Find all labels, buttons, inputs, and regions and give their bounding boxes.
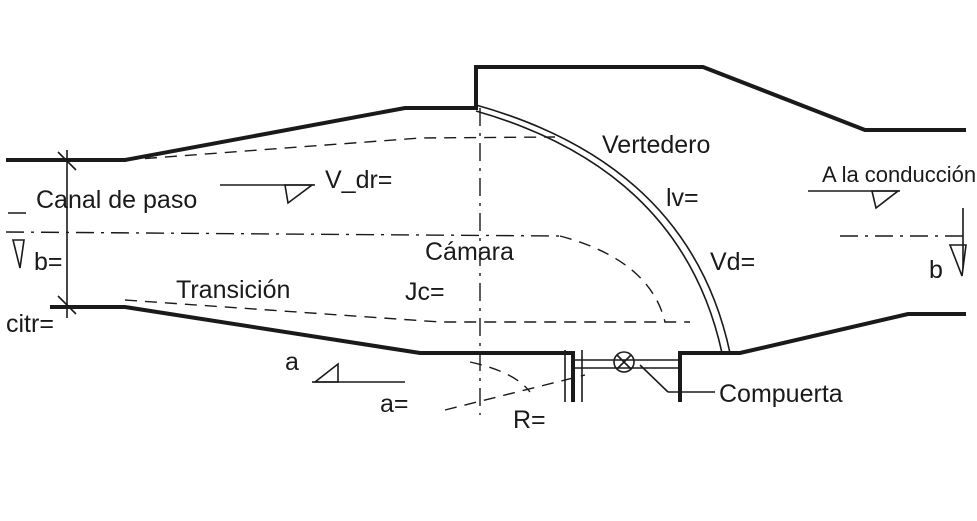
- level-mark-right-triangle: [948, 244, 967, 277]
- label-camara: Cámara: [425, 238, 514, 266]
- radius-arc: [469, 361, 531, 393]
- gate-valve-icon: [613, 351, 635, 373]
- slope-symbol-triangle: [312, 362, 339, 383]
- lower-wall-left: [50, 305, 575, 402]
- lower-wall-right: [678, 312, 966, 402]
- label-lv: lv=: [666, 184, 699, 212]
- label-compuerta: Compuerta: [719, 380, 843, 408]
- dim-tick-left-top: [57, 151, 77, 171]
- label-a-eq: a=: [380, 390, 409, 418]
- label-vertedero: Vertedero: [602, 131, 710, 159]
- label-a-la-conduccion: A la conducción: [822, 162, 976, 187]
- water-surface-lower: [124, 299, 690, 323]
- label-jc: Jc=: [405, 278, 445, 306]
- label-transicion: Transición: [176, 276, 290, 304]
- conduccion-symbol-triangle: [870, 190, 901, 210]
- weir-arc-outer: [475, 104, 731, 354]
- label-a-top: a: [285, 348, 299, 376]
- level-mark-left-triangle: [11, 239, 25, 269]
- gate-leader: [639, 364, 669, 393]
- label-vd: Vd=: [710, 248, 755, 276]
- water-surface-upper: [124, 136, 556, 161]
- label-v-dr: V_dr=: [325, 166, 392, 194]
- vdr-symbol-triangle: [284, 184, 315, 205]
- label-r-eq: R=: [513, 406, 546, 434]
- dim-tick-left-bottom: [57, 295, 77, 315]
- label-b-left: b=: [34, 248, 63, 276]
- label-citr: citr=: [6, 310, 54, 338]
- label-b-right: b: [929, 256, 943, 284]
- upper-wall: [6, 65, 966, 162]
- radius-line: [444, 374, 586, 411]
- label-canal-de-paso: Canal de paso: [36, 186, 197, 214]
- centerline-left: [5, 231, 561, 237]
- weir-arc-inner: [475, 110, 723, 354]
- jet-curve: [559, 235, 666, 323]
